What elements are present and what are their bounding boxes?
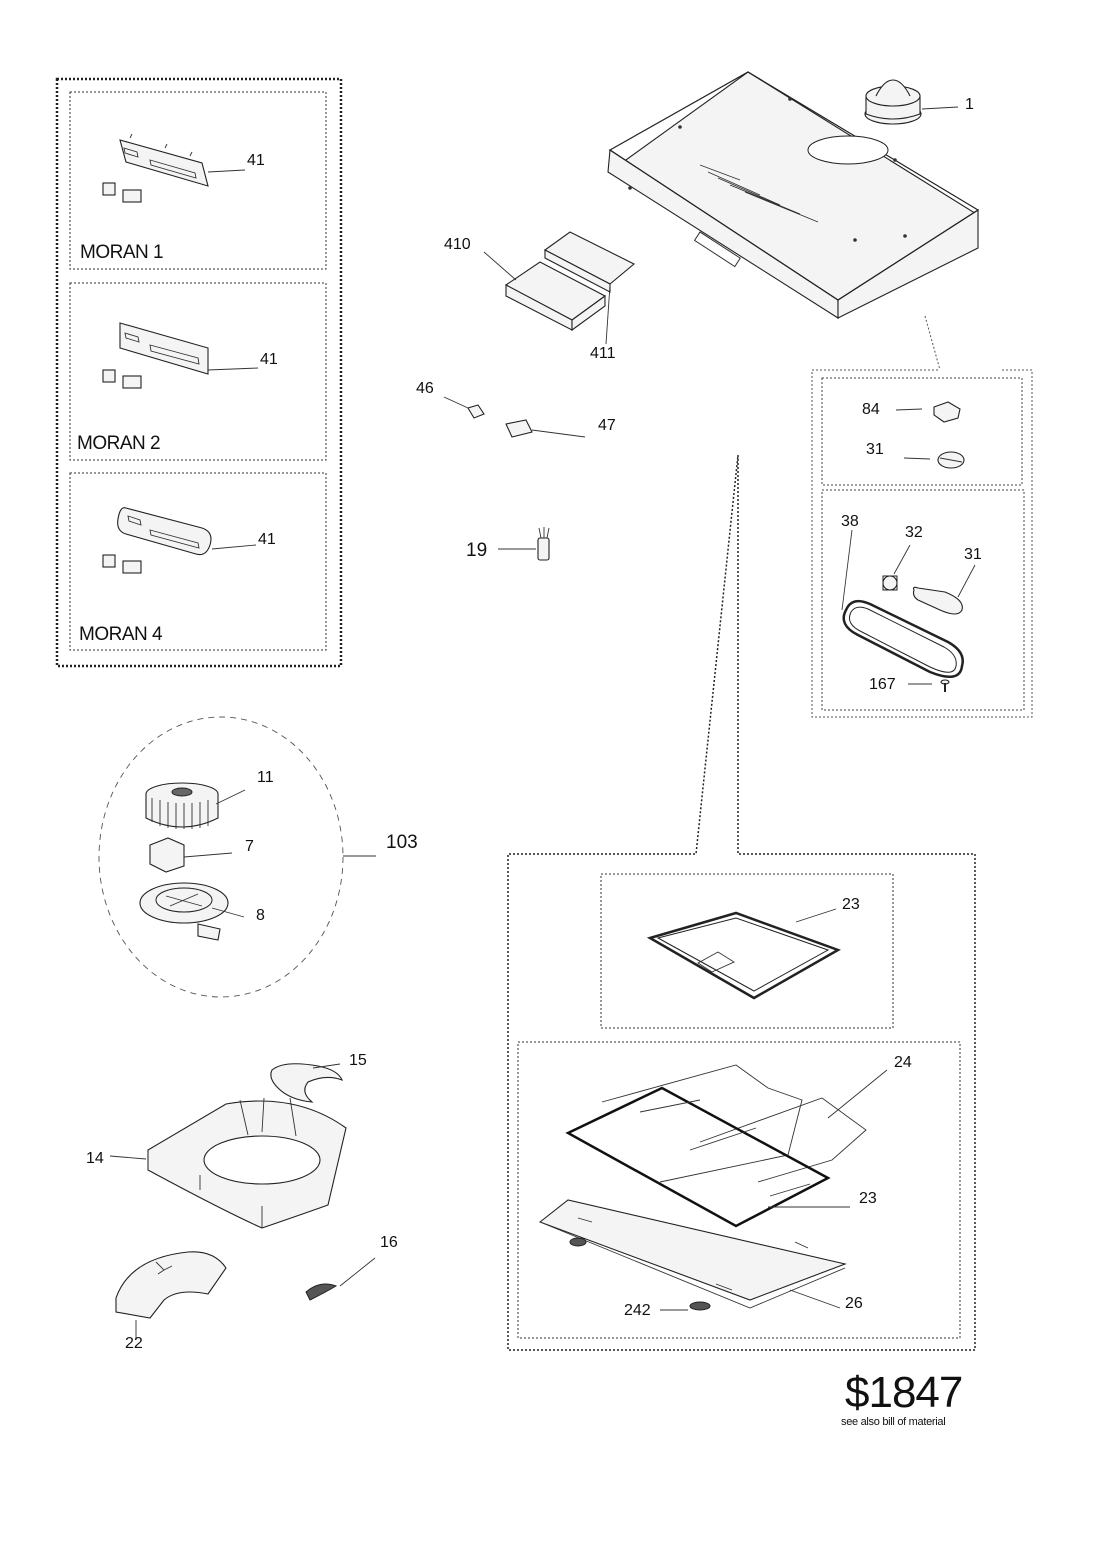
part-label-11: 11 (257, 769, 274, 786)
part-label-8: 8 (256, 907, 265, 924)
part-label-31-bulb: 31 (964, 546, 982, 563)
part-label-41-moran2: 41 (260, 351, 278, 368)
capacitor (498, 527, 550, 561)
part-label-22: 22 (125, 1335, 143, 1352)
part-label-15: 15 (349, 1052, 367, 1069)
range-hood-body (607, 71, 980, 320)
part-label-167: 167 (869, 676, 896, 693)
electronic-box (483, 231, 635, 345)
model-name-moran1: MORAN 1 (80, 242, 164, 263)
price-total: $1847 (845, 1368, 963, 1417)
part-label-84: 84 (862, 401, 880, 418)
part-label-41-moran1: 41 (247, 152, 265, 169)
part-label-410: 410 (444, 236, 471, 253)
part-label-24: 24 (894, 1054, 912, 1071)
terminals (443, 396, 586, 438)
blower-housing (109, 1063, 376, 1340)
part-label-31-knob: 31 (866, 441, 884, 458)
model-name-moran2: MORAN 2 (77, 433, 161, 454)
part-label-26: 26 (845, 1295, 863, 1312)
part-label-14: 14 (86, 1150, 104, 1167)
part-label-103: 103 (386, 832, 418, 853)
motor-top (864, 79, 959, 125)
control-panel-moran2 (102, 322, 259, 389)
part-label-16: 16 (380, 1234, 398, 1251)
control-panel-moran4 (102, 507, 257, 574)
part-label-242: 242 (624, 1302, 651, 1319)
part-label-1: 1 (965, 96, 974, 113)
part-label-23-glass: 23 (859, 1190, 877, 1207)
filter-group (507, 454, 976, 1351)
bill-of-material-note: see also bill of material (841, 1416, 946, 1428)
part-label-23-filter: 23 (842, 896, 860, 913)
part-label-41-moran4: 41 (258, 531, 276, 548)
motor-assembly (98, 716, 376, 998)
light-group (811, 315, 1033, 718)
part-label-38: 38 (841, 513, 859, 530)
model-name-moran4: MORAN 4 (79, 624, 163, 645)
part-label-32: 32 (905, 524, 923, 541)
part-label-7: 7 (245, 838, 254, 855)
part-label-411: 411 (590, 345, 616, 362)
control-panel-moran1 (102, 133, 246, 203)
part-label-46: 46 (416, 380, 434, 397)
part-label-19: 19 (466, 540, 488, 561)
part-label-47: 47 (598, 417, 616, 434)
models-group (55, 77, 343, 668)
